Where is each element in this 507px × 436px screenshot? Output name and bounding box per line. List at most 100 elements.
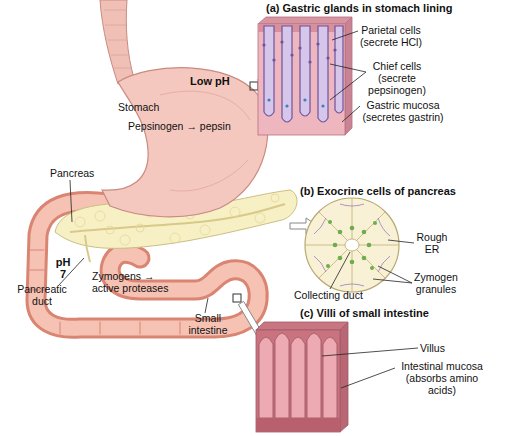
- panel-heading: (c) Villi of small intestine: [300, 307, 429, 320]
- gastric-gland-block: [272, 58, 275, 61]
- part-label: Pepsinogen → pepsin: [128, 120, 231, 132]
- acinus-circle: [326, 220, 377, 270]
- part-label: Rough ER: [410, 231, 454, 255]
- leader-line: [330, 252, 350, 289]
- villi-block: [307, 333, 321, 418]
- acinus-circle: [305, 198, 399, 292]
- stomach: [104, 10, 131, 68]
- gastric-gland-block: [282, 26, 292, 122]
- gastric-gland-block: [321, 104, 324, 107]
- part-label: Zymogens → active proteases: [92, 270, 178, 294]
- acinus-circle: [314, 204, 390, 286]
- gastric-gland-block: [335, 26, 343, 113]
- villi-block: [256, 418, 340, 432]
- acinus-circle: [328, 220, 332, 224]
- pancreas: [106, 226, 114, 234]
- leader-line: [70, 180, 72, 222]
- pancreas: [75, 217, 85, 227]
- leader-line: [342, 106, 360, 122]
- part-label: Collecting duct: [294, 289, 363, 301]
- villi-block: [275, 333, 289, 418]
- acinus-circle: [333, 243, 338, 248]
- leader-line: [388, 240, 414, 243]
- acinus-circle: [338, 230, 343, 235]
- leader-line: [322, 348, 418, 356]
- gastric-gland-block: [258, 24, 345, 135]
- acinus-circle: [362, 230, 367, 235]
- gastric-gland-block: [258, 17, 352, 24]
- villi-block: [256, 330, 340, 432]
- stomach: [100, 0, 268, 217]
- leader-line: [205, 298, 208, 313]
- leader-line: [332, 31, 358, 40]
- gastric-gland-block: [264, 26, 343, 122]
- gastric-gland-block: [300, 26, 310, 116]
- acinus-circle: [305, 198, 399, 292]
- acinus-circle: [370, 266, 374, 270]
- pancreas: [230, 207, 240, 217]
- pancreas: [85, 235, 90, 262]
- panel-heading: (b) Exocrine cells of pancreas: [300, 185, 456, 198]
- stomach: [100, 0, 134, 84]
- acinus-circle: [305, 198, 399, 292]
- stomach: [160, 91, 250, 120]
- stomach: [102, 68, 268, 217]
- inset-panel: (a) Gastric glands in stomach lining: [258, 24, 345, 135]
- gastric-gland-block: [333, 48, 336, 51]
- part-label: Villus: [420, 342, 445, 354]
- leader-line: [330, 64, 366, 100]
- villi-block: [259, 333, 337, 418]
- part-label: Low pH: [190, 75, 230, 87]
- leader-line: [58, 31, 418, 388]
- part-label: Intestinal mucosa (absorbs amino acids): [394, 360, 490, 396]
- villi-block: [340, 322, 348, 432]
- acinus-circle: [362, 256, 367, 261]
- gastric-gland-block: [285, 104, 288, 107]
- part-label: Parietal cells (secrete HCl): [352, 24, 430, 48]
- inset-panel: (b) Exocrine cells of pancreas: [305, 198, 399, 292]
- gastric-gland-block: [262, 43, 265, 46]
- gastric-gland-block: [298, 46, 301, 49]
- inset-panel: (c) Villi of small intestine: [256, 330, 340, 432]
- gastric-gland-block: [326, 56, 329, 59]
- acinus-circle: [350, 260, 355, 265]
- part-label: Pancreatic duct: [10, 283, 74, 307]
- part-label: Stomach: [118, 101, 159, 113]
- acinus-circle: [367, 243, 372, 248]
- gastric-gland-block: [258, 17, 352, 135]
- gastric-gland-block: [267, 98, 324, 107]
- acinus-circle: [326, 264, 330, 268]
- leader-line: [373, 266, 412, 283]
- zoom-arrow: [233, 294, 241, 302]
- stomach: [170, 160, 248, 191]
- gastric-gland-block: [290, 53, 293, 56]
- panel-heading: (a) Gastric glands in stomach lining: [266, 2, 452, 15]
- acinus-circle: [338, 256, 343, 261]
- gastric-gland-block: [267, 98, 270, 101]
- villi-block: [256, 322, 348, 330]
- gastric-gland-block: [318, 26, 328, 122]
- part-label: Small intestine: [180, 312, 236, 336]
- gastric-gland-block: [280, 40, 283, 43]
- part-label: Pancreas: [50, 167, 94, 179]
- gastric-gland-block: [262, 40, 336, 63]
- part-label: Chief cells (secrete pepsinogen): [362, 60, 432, 96]
- villi-block: [323, 337, 337, 418]
- pancreas: [95, 211, 105, 221]
- gastric-gland-block: [316, 42, 319, 45]
- acinus-circle: [345, 239, 359, 251]
- gastric-gland-block: [303, 98, 306, 101]
- pancreas: [200, 225, 210, 235]
- gastric-gland-block: [308, 60, 311, 63]
- acinus-circle: [314, 204, 390, 286]
- pancreas: [120, 235, 130, 245]
- part-label: Gastric mucosa (secretes gastrin): [355, 99, 451, 123]
- part-label: Zymogen granules: [406, 271, 466, 295]
- pancreas: [255, 213, 265, 223]
- acinus-circle: [373, 221, 377, 225]
- leader-line: [341, 368, 395, 388]
- pancreas: [136, 224, 144, 232]
- villi-block: [259, 337, 273, 418]
- acinus-circle: [350, 226, 355, 231]
